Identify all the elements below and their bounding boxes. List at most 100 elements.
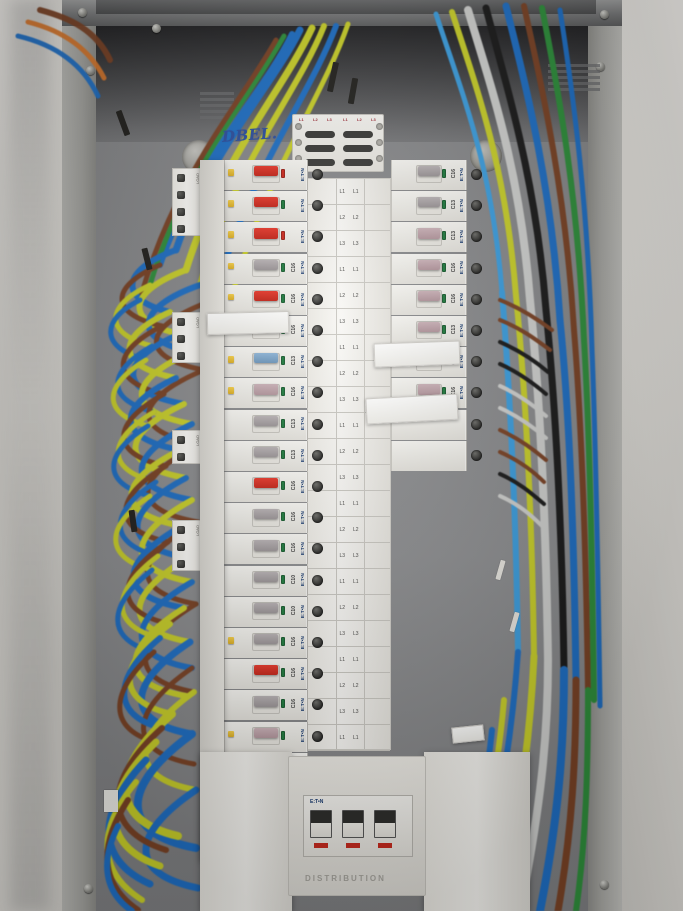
breaker-toggle[interactable] [418, 322, 440, 333]
terminal-screw[interactable] [312, 356, 323, 368]
terminal-screw[interactable] [312, 293, 323, 305]
terminal-screw[interactable] [312, 543, 323, 555]
terminal-screw[interactable] [471, 200, 482, 212]
breaker-toggle[interactable] [254, 602, 278, 613]
rcd-breaker[interactable]: E:T•N [224, 222, 308, 253]
breaker-toggle[interactable] [254, 696, 278, 707]
breaker-toggle[interactable] [254, 634, 278, 645]
terminal-screw[interactable] [471, 449, 482, 461]
terminal-screw[interactable] [312, 231, 323, 243]
terminal-screw[interactable] [177, 335, 185, 343]
test-button[interactable] [228, 200, 234, 207]
breaker-toggle[interactable] [254, 509, 278, 520]
breaker-toggle[interactable] [254, 197, 278, 208]
terminal-block[interactable]: LOAD [172, 520, 204, 571]
terminal-screw[interactable] [312, 574, 323, 586]
terminal-screw[interactable] [312, 730, 323, 742]
terminal-screw[interactable] [471, 231, 482, 243]
terminal-screw[interactable] [312, 262, 323, 274]
breaker-toggle[interactable] [418, 290, 440, 301]
rcd-breaker[interactable]: E:T•N [224, 191, 308, 222]
main-switch-lever-l1[interactable] [310, 810, 332, 838]
breaker-toggle[interactable] [254, 571, 278, 582]
terminal-screw[interactable] [471, 262, 482, 274]
terminal-screw[interactable] [177, 560, 185, 568]
terminal-screw[interactable] [312, 449, 323, 461]
breaker-toggle[interactable] [254, 727, 278, 738]
terminal-screw[interactable] [312, 605, 323, 617]
breaker-toggle[interactable] [254, 478, 278, 489]
terminal-screw[interactable] [312, 169, 323, 180]
terminal-screw[interactable] [177, 526, 185, 534]
rcd-breaker[interactable]: E:T•N [224, 160, 308, 190]
test-button[interactable] [228, 293, 234, 301]
breaker-toggle[interactable] [254, 665, 278, 676]
terminal-screw[interactable] [312, 637, 323, 648]
terminal-block[interactable]: LOAD [172, 312, 204, 363]
test-button[interactable] [228, 637, 234, 644]
breaker-toggle[interactable] [254, 353, 278, 364]
terminal-screw[interactable] [471, 293, 482, 305]
terminal-screw[interactable] [471, 418, 482, 430]
terminal-screw[interactable] [312, 325, 323, 336]
test-button[interactable] [228, 262, 234, 270]
terminal-screw[interactable] [312, 512, 323, 524]
terminal-screw[interactable] [177, 436, 185, 444]
breaker-toggle[interactable] [254, 384, 278, 395]
test-button[interactable] [228, 356, 234, 363]
main-switch-lever-l3[interactable] [374, 810, 396, 838]
breaker-toggle[interactable] [418, 166, 440, 177]
main-switch-window[interactable]: E:T•N [303, 795, 413, 857]
test-button[interactable] [228, 730, 234, 738]
main-switch-lever-l2[interactable] [342, 810, 364, 838]
terminal-screw[interactable] [177, 453, 185, 461]
test-button[interactable] [228, 231, 234, 238]
terminal-screw[interactable] [312, 418, 323, 430]
breaker-toggle[interactable] [254, 290, 278, 301]
terminal-screw[interactable] [471, 387, 482, 399]
breaker-toggle[interactable] [254, 415, 278, 426]
terminal-screw[interactable] [177, 174, 185, 182]
terminal-screw[interactable] [177, 543, 185, 551]
breaker-toggle[interactable] [254, 446, 278, 457]
breaker-toggle[interactable] [254, 228, 278, 239]
breaker-toggle[interactable] [418, 228, 440, 239]
terminal-screw[interactable] [312, 387, 323, 399]
breaker-toggle[interactable] [418, 384, 440, 395]
terminal-screw[interactable] [177, 318, 185, 326]
terminal-block[interactable]: LOAD [172, 430, 204, 464]
breaker-toggle[interactable] [254, 259, 278, 270]
terminal-screw[interactable] [312, 481, 323, 492]
breaker-toggle[interactable] [254, 540, 278, 551]
test-button[interactable] [228, 169, 234, 176]
terminal-screw[interactable] [177, 191, 185, 199]
terminal-screw[interactable] [312, 200, 323, 212]
terminal-screw[interactable] [312, 668, 323, 680]
terminal-screw[interactable] [312, 699, 323, 711]
terminal-screw[interactable] [177, 352, 185, 360]
terminal-screw[interactable] [471, 169, 482, 180]
terminal-screw[interactable] [177, 208, 185, 216]
breaker-toggle[interactable] [418, 259, 440, 270]
rcbo-breaker[interactable]: E:T•N [224, 721, 308, 752]
terminal-screw[interactable] [471, 356, 482, 368]
breaker-toggle[interactable] [254, 166, 278, 177]
